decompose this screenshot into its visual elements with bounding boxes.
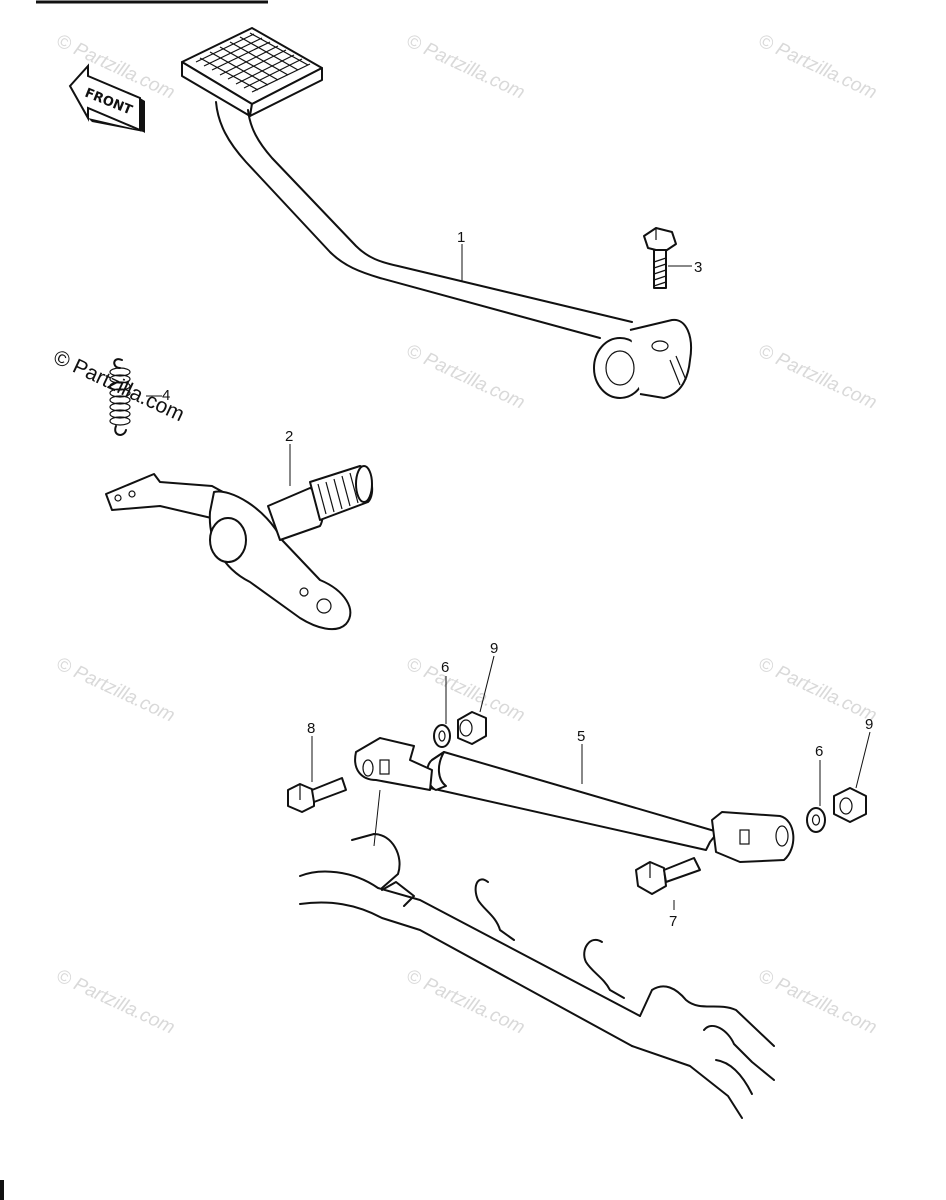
- callout-7: 7: [669, 913, 677, 930]
- watermark: © Partzilla.com: [403, 30, 528, 103]
- nut-icon: [833, 787, 867, 823]
- callout-4: 4: [162, 387, 170, 404]
- watermarks: © Partzilla.com © Partzilla.com © Partzi…: [50, 30, 880, 1038]
- callout-labels: 1 3 4 2 6 9 5 8 9 6 7: [162, 229, 873, 930]
- watermark: © Partzilla.com: [755, 965, 880, 1038]
- callout-8: 8: [307, 720, 315, 737]
- bolt-icon: [643, 227, 677, 289]
- bolt-icon: [287, 777, 347, 813]
- frame-outline: [299, 833, 775, 1119]
- watermark: © Partzilla.com: [755, 340, 880, 413]
- brake-rod-icon: [354, 737, 795, 863]
- washer-icon: [433, 724, 451, 748]
- spring-icon: [109, 358, 131, 436]
- watermark: © Partzilla.com: [403, 340, 528, 413]
- watermark: © Partzilla.com: [403, 965, 528, 1038]
- bolt-icon: [635, 857, 701, 895]
- leader-lines: [146, 244, 871, 910]
- callout-5: 5: [577, 728, 585, 745]
- brake-shaft-lever-icon: [105, 465, 374, 631]
- callout-9: 9: [865, 716, 873, 733]
- washer-icon: [806, 807, 826, 833]
- watermark: © Partzilla.com: [53, 653, 178, 726]
- callout-2: 2: [285, 428, 293, 445]
- callout-6: 6: [441, 659, 449, 676]
- callout-3: 3: [694, 259, 702, 276]
- callout-1: 1: [457, 229, 465, 246]
- page-edge-marker: [0, 1180, 4, 1200]
- callout-6: 6: [815, 743, 823, 760]
- watermark-prominent: © Partzilla.com: [50, 346, 188, 427]
- watermark: © Partzilla.com: [755, 30, 880, 103]
- watermark: © Partzilla.com: [53, 965, 178, 1038]
- nut-icon: [457, 711, 487, 745]
- callout-9: 9: [490, 640, 498, 657]
- brake-pedal-icon: [181, 27, 692, 399]
- watermark: © Partzilla.com: [755, 653, 880, 726]
